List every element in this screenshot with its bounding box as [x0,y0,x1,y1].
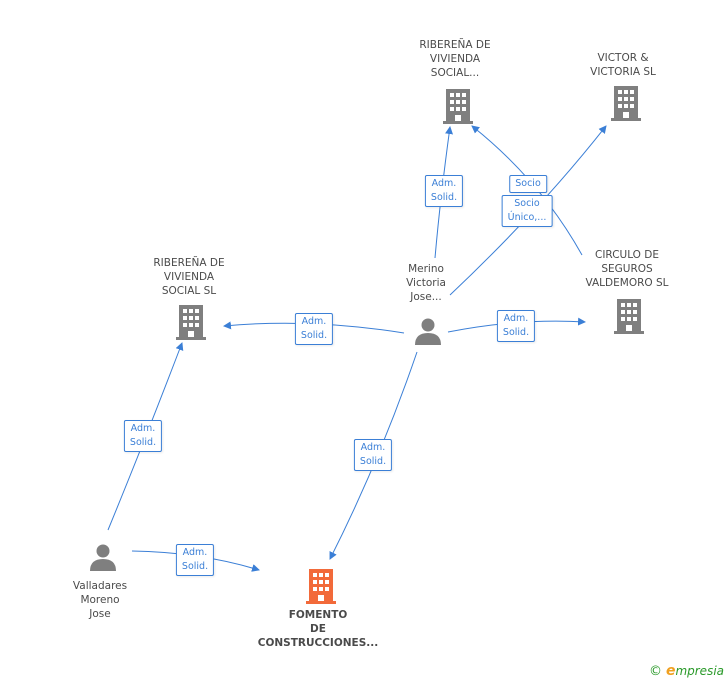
node-label-valladares[interactable]: Valladares Moreno Jose [72,580,128,620]
node-label-circulo[interactable]: CIRCULO DE SEGUROS VALDEMORO SL [585,249,669,289]
edge-label-socio[interactable]: Socio [509,175,547,193]
person-icon[interactable] [413,316,443,346]
edge-label-merino-ribleft[interactable]: Adm. Solid. [294,313,334,345]
edge-label-merino-circulo[interactable]: Adm. Solid. [496,310,536,342]
edge-label-val-fomento[interactable]: Adm. Solid. [175,544,215,576]
node-label-merino[interactable]: Merino Victoria Jose... [406,263,446,303]
brand-name: mpresia [675,664,724,678]
building-icon[interactable] [176,304,206,340]
building-icon[interactable] [614,298,644,334]
building-icon[interactable] [611,85,641,121]
edge-label-val-ribleft[interactable]: Adm. Solid. [123,420,163,452]
edge-label-socio-unico[interactable]: Socio Único,... [501,195,553,227]
brand-initial: e [665,663,676,679]
edge-label-merino-fomento[interactable]: Adm. Solid. [353,439,393,471]
node-label-fomento[interactable]: FOMENTO DE CONSTRUCCIONES... [257,609,379,649]
person-icon[interactable] [88,542,118,572]
building-main-icon[interactable] [306,568,336,604]
building-icon[interactable] [443,88,473,124]
copyright-icon: © [648,663,662,679]
node-label-victor[interactable]: VICTOR & VICTORIA SL [590,52,656,78]
edge-label-merino-ribtop[interactable]: Adm. Solid. [424,175,464,207]
brand-logo[interactable]: © empresia [649,663,724,679]
node-label-ribereña-left[interactable]: RIBEREÑA DE VIVIENDA SOCIAL SL [153,257,225,297]
node-label-ribereña-top[interactable]: RIBEREÑA DE VIVIENDA SOCIAL... [419,39,491,79]
